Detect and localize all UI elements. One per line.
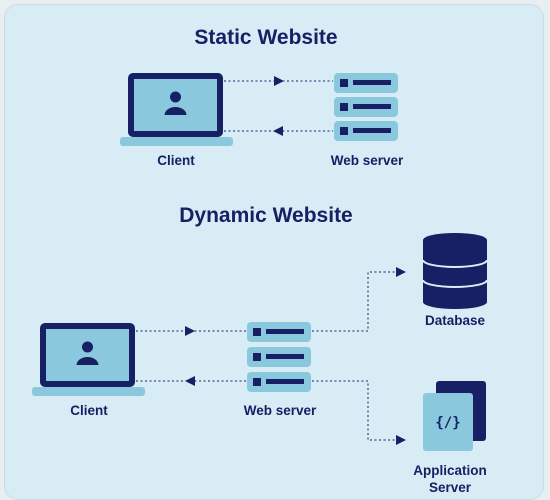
server-app-server-arrow [312,380,406,445]
application-server-label-line2: Server [429,480,472,495]
application-server-label-line1: Application [413,463,487,478]
dynamic-web-server-icon [247,322,311,392]
application-server-icon: {/} [423,381,486,451]
server-database-arrow [312,267,406,332]
dynamic-website-title: Dynamic Website [179,204,353,227]
dynamic-client-label: Client [70,403,108,418]
static-client-laptop-icon [120,73,233,146]
dynamic-server-label: Web server [244,403,317,418]
database-label: Database [425,313,486,328]
dynamic-client-server-arrows [136,326,246,386]
static-website-title: Static Website [194,26,337,49]
static-client-label: Client [157,153,195,168]
static-connection-arrows [224,76,333,136]
static-web-server-icon [334,73,398,141]
database-icon [422,233,488,309]
dynamic-client-laptop-icon [32,323,145,396]
static-server-label: Web server [331,153,404,168]
code-brackets-icon: {/} [435,415,460,431]
